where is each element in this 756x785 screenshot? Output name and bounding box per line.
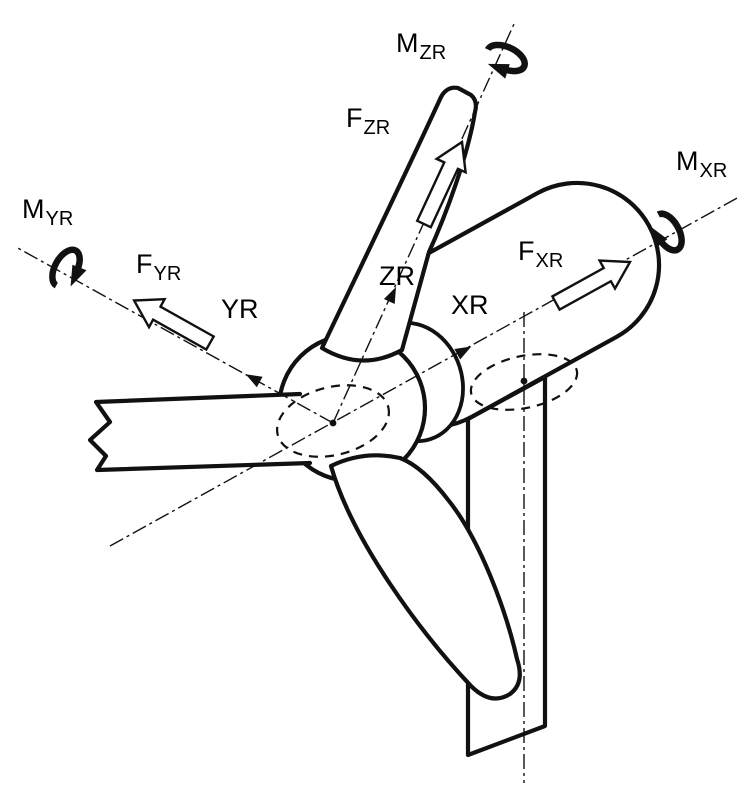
- blade-left-outline: [87, 391, 313, 473]
- label-force-xr: FXR: [518, 236, 563, 272]
- label-axis-zr: ZR: [379, 263, 415, 290]
- label-force-zr: FZR: [346, 103, 390, 139]
- label-force-yr: FYR: [136, 249, 181, 285]
- label-moment-xr-sub: XR: [699, 160, 728, 182]
- moment-arrow-mxr: [649, 210, 685, 254]
- label-force-yr-sub: YR: [153, 263, 182, 285]
- shaft-flange-hidden-ellipse: [469, 353, 579, 411]
- label-moment-yr-main: M: [22, 194, 45, 224]
- blade-left: [90, 394, 310, 470]
- label-axis-xr: XR: [451, 292, 489, 319]
- label-axis-yr-text: YR: [221, 294, 259, 324]
- axis-line-xr: [109, 196, 740, 547]
- label-moment-yr: MYR: [22, 194, 73, 230]
- moment-arrow-myr: [49, 246, 87, 289]
- blade-bottom: [328, 453, 522, 701]
- moment-arrow-mzr: [484, 41, 528, 79]
- axis-line-yr: [15, 246, 334, 424]
- label-moment-zr-sub: ZR: [419, 42, 447, 64]
- label-moment-zr-main: M: [396, 28, 419, 58]
- label-force-yr-main: F: [136, 249, 153, 279]
- label-force-zr-sub: ZR: [363, 117, 391, 139]
- force-arrow-fyr: [132, 297, 216, 352]
- hub-hidden-ellipse: [275, 384, 391, 458]
- label-moment-yr-sub: YR: [45, 208, 74, 230]
- label-moment-xr-main: M: [676, 146, 699, 176]
- axis-arrowhead-xr: [454, 346, 472, 360]
- force-arrow-fxr: [550, 259, 633, 312]
- force-arrow-fzr: [415, 139, 468, 229]
- axis-arrowhead-zr: [383, 287, 396, 304]
- label-axis-zr-text: ZR: [379, 261, 415, 291]
- axis-arrowhead-yr: [245, 374, 263, 388]
- label-force-xr-main: F: [518, 236, 535, 266]
- label-force-xr-sub: XR: [535, 250, 564, 272]
- label-axis-yr: YR: [221, 296, 259, 323]
- flange-center-dot: [520, 377, 528, 385]
- blade-top: [319, 85, 478, 363]
- label-moment-zr: MZR: [396, 28, 446, 64]
- label-axis-xr-text: XR: [451, 290, 489, 320]
- label-force-zr-main: F: [346, 103, 363, 133]
- label-moment-xr: MXR: [676, 146, 727, 182]
